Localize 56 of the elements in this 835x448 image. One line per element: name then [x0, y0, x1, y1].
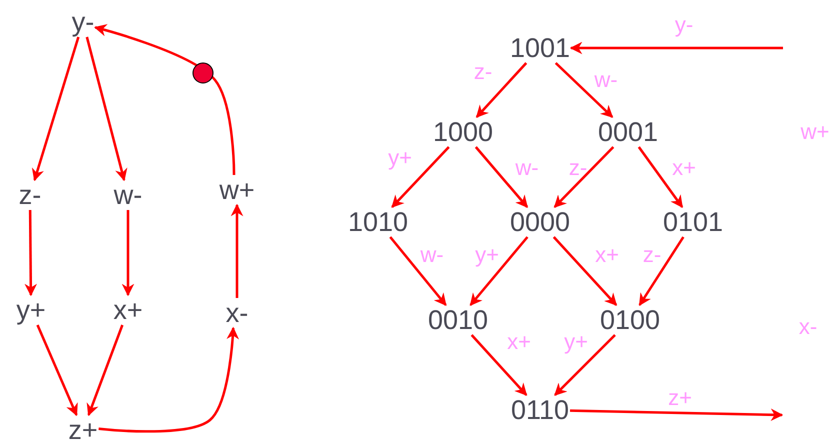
arrow [391, 146, 450, 208]
edge-label: w- [420, 243, 444, 267]
arrow [552, 236, 618, 306]
arrow [36, 324, 78, 416]
arrow [570, 408, 784, 422]
arrow [638, 146, 684, 208]
edge-label: z- [642, 243, 662, 267]
state-label: 0001 [596, 117, 660, 147]
edge-label: z+ [668, 386, 692, 410]
state-label: 0000 [508, 207, 572, 237]
edge-label: z- [474, 60, 492, 84]
arrow [98, 326, 239, 433]
state-label: w- [112, 180, 144, 210]
arrow [570, 42, 783, 54]
edge-label: w- [594, 68, 618, 92]
edge-label: y+ [564, 330, 588, 354]
edge-label: y+ [388, 146, 412, 170]
transition-label: w+ [800, 120, 830, 144]
arrow [554, 62, 614, 118]
arrow [94, 24, 236, 176]
arrow [470, 236, 528, 306]
state-label: 1010 [346, 207, 410, 237]
arrow [24, 210, 38, 296]
state-label: y+ [15, 295, 47, 325]
edge-label: y- [674, 13, 694, 37]
edge-label: z- [568, 156, 588, 180]
state-label: 1000 [432, 117, 494, 147]
arrow [474, 146, 528, 208]
state-label: w+ [218, 175, 256, 205]
arrow [86, 324, 124, 416]
state-label: z- [18, 180, 42, 210]
arrow [389, 236, 447, 306]
state-label: z+ [67, 415, 99, 445]
arrow [554, 334, 616, 396]
arrow [122, 210, 134, 296]
edge-label: w- [515, 156, 539, 180]
edge-label: x+ [595, 243, 619, 267]
edge-label: x+ [507, 330, 531, 354]
state-label: 0101 [662, 207, 724, 237]
edge-label: x+ [672, 156, 696, 180]
state-label: 1001 [508, 33, 572, 63]
state-label: x+ [112, 295, 144, 325]
transition-label: x- [798, 315, 818, 339]
state-label: 0100 [598, 305, 662, 335]
arrow [230, 204, 244, 298]
state-label: 0010 [426, 305, 490, 335]
edge-label: y+ [475, 243, 499, 267]
arrow [86, 36, 128, 182]
arrow [470, 334, 528, 396]
state-label: y- [70, 7, 96, 37]
arrow [554, 146, 614, 208]
state-label: 0110 [510, 395, 570, 425]
arrow [476, 62, 528, 118]
arrow [638, 236, 684, 306]
arrow [32, 36, 80, 182]
state-label: x- [224, 298, 250, 328]
